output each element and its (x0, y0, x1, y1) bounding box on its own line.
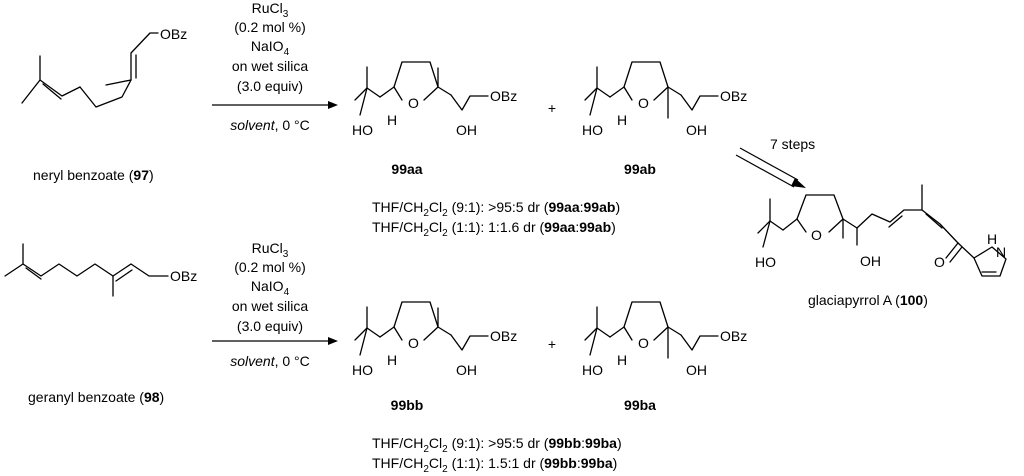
svg-text:H: H (387, 112, 397, 128)
bottom-dr-line-2: THF/CH2Cl2 (1:1): 1.5:1 dr (99bb:99ba) (372, 455, 617, 475)
geranyl-benzoate-label: geranyl benzoate (98) (28, 389, 164, 405)
label-99aa: 99aa (391, 161, 422, 177)
svg-text:(3.0 equiv): (3.0 equiv) (237, 78, 303, 94)
neryl-benzoate-structure: OBz (21, 26, 187, 108)
svg-text:solvent, 0 °C: solvent, 0 °C (230, 353, 310, 369)
svg-text:OH: OH (860, 253, 881, 269)
svg-text:RuCl3: RuCl3 (252, 240, 289, 260)
plus-top: + (548, 100, 556, 116)
svg-text:H: H (617, 112, 627, 128)
seven-steps-label: 7 steps (770, 136, 815, 152)
svg-text:O: O (934, 254, 945, 270)
svg-text:NaIO4: NaIO4 (251, 278, 290, 298)
compound-99ba: HO H O OH OBz (582, 301, 747, 378)
svg-text:O: O (638, 95, 649, 111)
top-dr-line-1: THF/CH2Cl2 (9:1): >95:5 dr (99aa:99ab) (372, 199, 620, 219)
seven-steps-arrow (735, 147, 806, 188)
bottom-dr-line-1: THF/CH2Cl2 (9:1): >95:5 dr (99bb:99ba) (372, 435, 622, 455)
svg-text:NaIO4: NaIO4 (251, 38, 290, 58)
top-dr-line-2: THF/CH2Cl2 (1:1): 1:1.6 dr (99aa:99ab) (372, 219, 616, 239)
glaciapyrrol-a-structure: HO O OH O H N (755, 184, 1007, 277)
svg-text:OH: OH (456, 122, 477, 138)
svg-text:HO: HO (755, 254, 776, 270)
svg-text:H: H (617, 352, 627, 368)
label-99bb: 99bb (391, 397, 424, 413)
compound-99ab: HO H O OH OBz (582, 61, 747, 138)
svg-text:on wet silica: on wet silica (232, 58, 308, 74)
obz-label-bottom: OBz (170, 268, 197, 284)
svg-text:OBz: OBz (490, 88, 517, 104)
compound-99aa: HO H O OH OBz (352, 61, 517, 138)
svg-text:H: H (387, 352, 397, 368)
svg-text:OBz: OBz (720, 88, 747, 104)
svg-text:HO: HO (582, 122, 603, 138)
svg-text:N: N (996, 244, 1006, 260)
svg-text:O: O (638, 335, 649, 351)
svg-text:OH: OH (456, 362, 477, 378)
bottom-reagents: RuCl3 (0.2 mol %) NaIO4 on wet silica (3… (230, 240, 310, 369)
svg-text:OBz: OBz (490, 328, 517, 344)
label-99ba: 99ba (624, 397, 656, 413)
svg-text:HO: HO (352, 362, 373, 378)
svg-text:O: O (811, 227, 822, 243)
svg-text:HO: HO (582, 362, 603, 378)
label-99ab: 99ab (624, 161, 656, 177)
bottom-arrow (212, 337, 338, 345)
svg-text:OBz: OBz (720, 328, 747, 344)
svg-text:on wet silica: on wet silica (232, 298, 308, 314)
svg-text:HO: HO (352, 122, 373, 138)
svg-text:RuCl3: RuCl3 (252, 0, 289, 20)
geranyl-benzoate-structure: OBz (4, 243, 197, 297)
top-arrow (212, 101, 338, 109)
glaciapyrrol-label: glaciapyrrol A (100) (808, 292, 928, 308)
svg-text:OH: OH (686, 122, 707, 138)
compound-99bb: HO H O OH OBz (352, 301, 517, 378)
svg-text:O: O (408, 335, 419, 351)
plus-bottom: + (548, 336, 556, 352)
svg-text:(0.2 mol %): (0.2 mol %) (234, 259, 306, 275)
svg-text:solvent, 0 °C: solvent, 0 °C (230, 117, 310, 133)
svg-text:H: H (987, 231, 997, 247)
svg-text:(0.2 mol %): (0.2 mol %) (234, 19, 306, 35)
svg-text:O: O (408, 95, 419, 111)
top-reagents: RuCl3 (0.2 mol %) NaIO4 on wet silica (3… (230, 0, 310, 133)
neryl-benzoate-label: neryl benzoate (97) (33, 167, 154, 183)
svg-text:(3.0 equiv): (3.0 equiv) (237, 318, 303, 334)
obz-label: OBz (160, 26, 187, 42)
svg-text:OH: OH (686, 362, 707, 378)
